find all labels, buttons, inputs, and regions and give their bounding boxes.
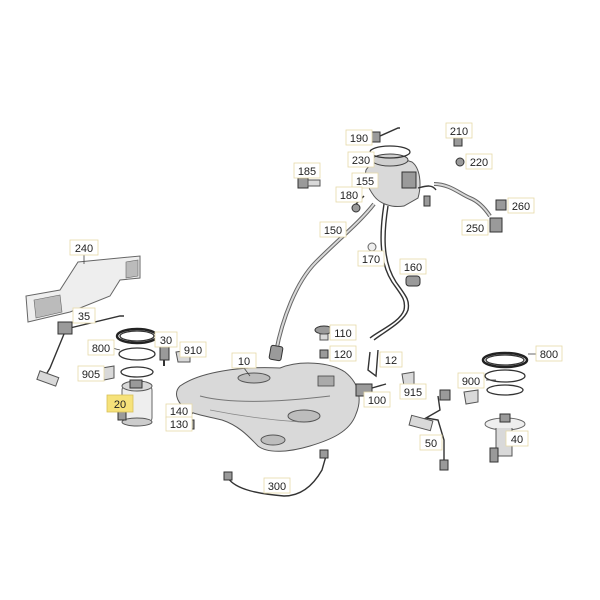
label-240[interactable]: 240 xyxy=(69,239,99,256)
svg-text:170: 170 xyxy=(362,254,380,266)
label-180[interactable]: 180 xyxy=(335,186,363,203)
part-12-bracket[interactable] xyxy=(367,349,379,378)
svg-text:40: 40 xyxy=(511,434,523,446)
label-260[interactable]: 260 xyxy=(507,197,535,214)
label-50[interactable]: 50 xyxy=(419,434,443,451)
label-210[interactable]: 210 xyxy=(445,122,473,139)
part-900-seal-ring-right[interactable] xyxy=(484,369,526,396)
label-120[interactable]: 120 xyxy=(329,345,357,362)
svg-text:150: 150 xyxy=(324,225,342,237)
part-35-level-sensor[interactable] xyxy=(36,315,124,387)
part-190-cap[interactable] xyxy=(369,127,400,143)
svg-text:185: 185 xyxy=(298,166,316,178)
part-40-fuel-pump-right[interactable] xyxy=(484,413,526,463)
label-160[interactable]: 160 xyxy=(399,258,427,275)
label-155[interactable]: 155 xyxy=(351,172,379,189)
svg-text:50: 50 xyxy=(425,438,437,450)
label-185[interactable]: 185 xyxy=(293,162,321,179)
svg-text:180: 180 xyxy=(340,190,358,202)
part-210-screw[interactable] xyxy=(453,137,463,147)
label-100[interactable]: 100 xyxy=(363,391,391,408)
svg-text:220: 220 xyxy=(470,157,488,169)
label-905[interactable]: 905 xyxy=(77,365,105,382)
part-30-pressure-sensor[interactable] xyxy=(159,345,170,366)
part-110-cap[interactable] xyxy=(314,325,334,341)
svg-text:240: 240 xyxy=(75,243,93,255)
svg-text:300: 300 xyxy=(268,481,286,493)
part-155-filler-neck[interactable] xyxy=(365,153,437,207)
part-300-wiring-harness[interactable] xyxy=(223,449,329,497)
svg-text:30: 30 xyxy=(160,335,172,347)
svg-text:10: 10 xyxy=(238,356,250,368)
label-10[interactable]: 10 xyxy=(231,352,257,369)
svg-text:35: 35 xyxy=(78,311,90,323)
part-250-hose[interactable] xyxy=(433,182,503,233)
label-110[interactable]: 110 xyxy=(329,324,357,341)
svg-text:20: 20 xyxy=(114,399,126,411)
svg-text:905: 905 xyxy=(82,369,100,381)
label-800-left[interactable]: 800 xyxy=(87,339,115,356)
label-20[interactable]: 20 xyxy=(106,394,134,413)
label-150[interactable]: 150 xyxy=(319,221,347,238)
svg-text:910: 910 xyxy=(184,345,202,357)
svg-text:915: 915 xyxy=(404,387,422,399)
svg-text:260: 260 xyxy=(512,201,530,213)
part-185-bolt[interactable] xyxy=(297,177,321,189)
part-10-fuel-tank[interactable] xyxy=(176,362,360,452)
svg-text:12: 12 xyxy=(385,355,397,367)
svg-text:110: 110 xyxy=(334,328,352,340)
svg-text:900: 900 xyxy=(462,376,480,388)
label-900[interactable]: 900 xyxy=(457,372,485,389)
label-170[interactable]: 170 xyxy=(357,250,385,267)
label-230[interactable]: 230 xyxy=(347,151,375,168)
svg-text:155: 155 xyxy=(356,176,374,188)
part-120-nipple[interactable] xyxy=(319,349,329,359)
part-900-clip-right[interactable] xyxy=(463,389,479,405)
svg-text:210: 210 xyxy=(450,126,468,138)
svg-text:100: 100 xyxy=(368,395,386,407)
part-150-filler-hose[interactable] xyxy=(268,202,376,362)
label-190[interactable]: 190 xyxy=(345,129,373,146)
part-260-connector[interactable] xyxy=(495,199,507,211)
svg-text:250: 250 xyxy=(466,223,484,235)
svg-text:800: 800 xyxy=(540,349,558,361)
label-30[interactable]: 30 xyxy=(154,331,178,348)
label-12[interactable]: 12 xyxy=(379,351,403,368)
svg-text:190: 190 xyxy=(350,133,368,145)
label-250[interactable]: 250 xyxy=(461,219,489,236)
part-800-lock-ring-left[interactable] xyxy=(115,327,159,345)
label-40[interactable]: 40 xyxy=(505,430,529,447)
vent-line xyxy=(369,203,410,341)
label-300[interactable]: 300 xyxy=(263,477,291,494)
label-35[interactable]: 35 xyxy=(72,307,96,324)
part-240-heat-shield[interactable] xyxy=(25,253,141,323)
part-50-level-sensor[interactable] xyxy=(408,389,451,471)
svg-text:130: 130 xyxy=(170,419,188,431)
label-220[interactable]: 220 xyxy=(465,153,493,170)
label-130[interactable]: 130 xyxy=(165,416,193,432)
svg-text:120: 120 xyxy=(334,349,352,361)
svg-text:140: 140 xyxy=(170,406,188,418)
svg-text:160: 160 xyxy=(404,262,422,274)
svg-text:230: 230 xyxy=(352,155,370,167)
label-910[interactable]: 910 xyxy=(179,341,207,358)
label-800-right[interactable]: 800 xyxy=(535,345,563,362)
part-220-nut[interactable] xyxy=(455,157,465,167)
svg-text:800: 800 xyxy=(92,343,110,355)
part-800-lock-ring-right[interactable] xyxy=(481,351,529,369)
label-915[interactable]: 915 xyxy=(399,383,427,400)
label-140[interactable]: 140 xyxy=(165,403,193,419)
part-160-valve[interactable] xyxy=(405,275,421,287)
part-900-seal-ring-left[interactable] xyxy=(118,347,156,378)
part-170-grommet[interactable] xyxy=(367,242,377,252)
